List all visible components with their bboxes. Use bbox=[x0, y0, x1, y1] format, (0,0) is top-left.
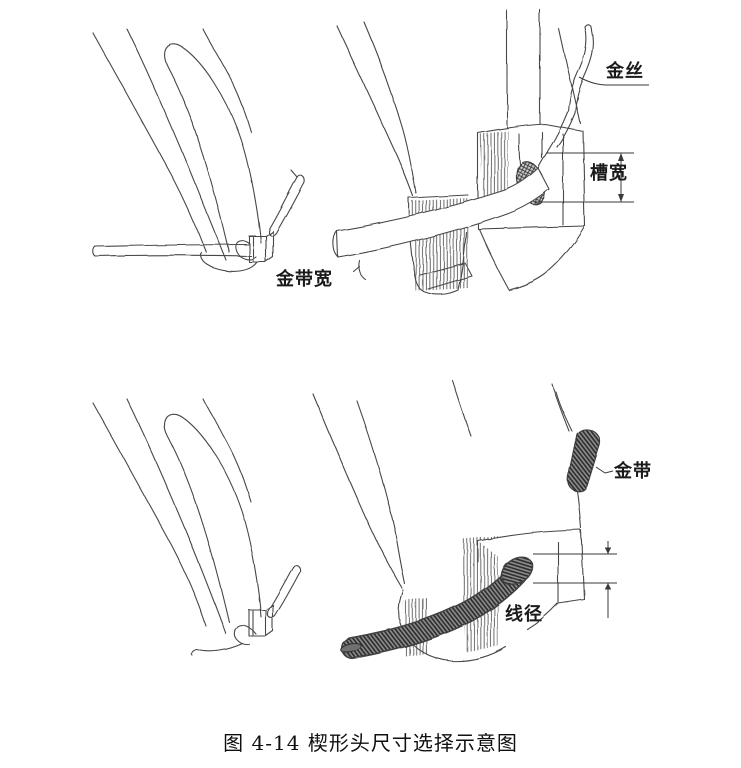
label-gold-ribbon-width: 金带宽 bbox=[276, 269, 333, 290]
gold-ribbon-bottom-edge bbox=[94, 254, 252, 257]
dimension-annotations bbox=[533, 76, 649, 618]
bent-wire-tail bbox=[195, 642, 243, 652]
top-left-wedge-sketch bbox=[92, 28, 305, 272]
arrowhead-down bbox=[618, 194, 624, 202]
bottom-left-wedge-sketch bbox=[92, 398, 301, 656]
leader-gold-ribbon bbox=[595, 466, 614, 474]
label-gold-wire: 金丝 bbox=[606, 61, 644, 82]
wire-end-cap bbox=[340, 642, 362, 654]
thick-wire bbox=[342, 564, 527, 658]
gold-wire-right-edge bbox=[574, 30, 594, 114]
top-right-wedge-detail bbox=[332, 9, 594, 295]
bonded-ribbon-band bbox=[336, 167, 550, 258]
wire-loop bbox=[164, 413, 262, 623]
gold-ribbon-top-edge bbox=[94, 243, 250, 247]
tool-foot bbox=[248, 235, 267, 263]
bottom-right-wedge-detail bbox=[312, 379, 601, 662]
wire-end-lobe bbox=[500, 556, 534, 586]
leader-gold-wire bbox=[578, 76, 649, 86]
label-wire-diameter: 线径 bbox=[505, 604, 543, 625]
label-groove-width: 槽宽 bbox=[590, 163, 628, 184]
tool-foot bbox=[248, 609, 267, 637]
arrowhead-down bbox=[604, 547, 612, 554]
figure-caption: 图 4-14 楔形头尺寸选择示意图 bbox=[223, 731, 518, 755]
wire-loop bbox=[164, 43, 262, 253]
arrowhead-up bbox=[604, 583, 612, 590]
label-gold-ribbon: 金带 bbox=[614, 461, 652, 482]
arrowhead-up bbox=[618, 153, 624, 161]
gold-wire-left-edge bbox=[567, 26, 587, 112]
gold-ribbon-segment bbox=[567, 428, 601, 492]
